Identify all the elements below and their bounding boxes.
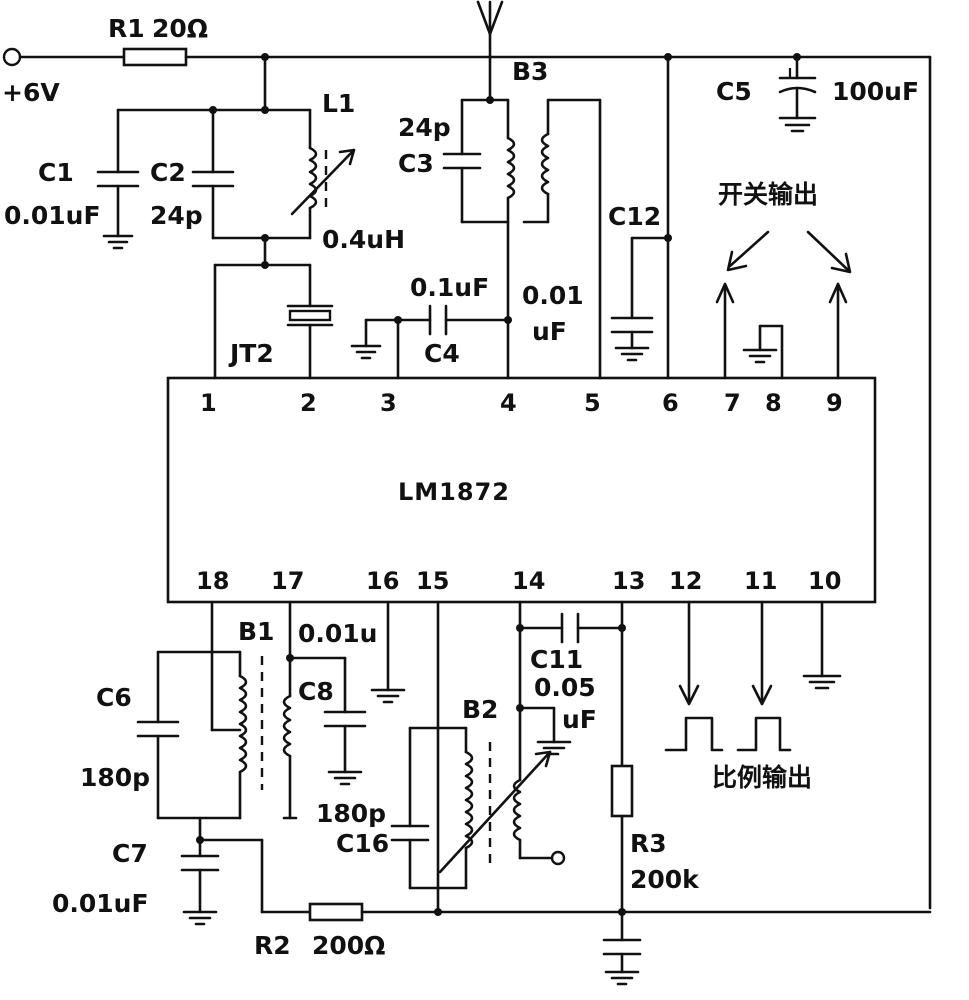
c3-name: C3 bbox=[398, 149, 434, 178]
jt2-name: JT2 bbox=[228, 339, 274, 368]
c1-name: C1 bbox=[38, 158, 74, 187]
pin-label: 5 bbox=[584, 389, 601, 417]
b2-name: B2 bbox=[462, 695, 498, 724]
r3-value: 200k bbox=[630, 865, 700, 894]
resistor-r3: R3 200k bbox=[602, 600, 700, 986]
resistor-r2 bbox=[308, 902, 364, 922]
supply-rail: +6V R1 20Ω bbox=[2, 14, 932, 910]
c16-name: C16 bbox=[336, 829, 389, 858]
c6-value: 180p bbox=[80, 763, 150, 792]
c11-value-line2: uF bbox=[562, 705, 597, 734]
capacitor-c11: C11 0.05 uF bbox=[516, 612, 626, 734]
capacitor-c5: C5 100uF bbox=[716, 53, 919, 133]
pin-label: 12 bbox=[669, 567, 702, 595]
c3-value: 24p bbox=[398, 113, 451, 142]
resistor-r1 bbox=[122, 47, 188, 67]
b1-name: B1 bbox=[238, 617, 274, 646]
pin-label: 16 bbox=[366, 567, 399, 595]
c7-value: 0.01uF bbox=[52, 889, 149, 918]
supply-voltage: +6V bbox=[2, 78, 60, 107]
c11-name: C11 bbox=[530, 645, 583, 674]
pin-label: 8 bbox=[765, 389, 782, 417]
c16-value: 0.01u bbox=[298, 619, 377, 648]
r1-name: R1 bbox=[108, 14, 145, 43]
l1-value: 0.4uH bbox=[322, 225, 405, 254]
capacitor-c7-resistor-r2: C7 0.01uF R2 200Ω bbox=[52, 816, 932, 960]
c12-value-line1: 0.01 bbox=[522, 281, 584, 310]
pin-label: 4 bbox=[500, 389, 517, 417]
c1-value: 0.01uF bbox=[4, 201, 101, 230]
c12-name: C12 bbox=[608, 202, 661, 231]
c2-value: 24p bbox=[150, 201, 203, 230]
c5-name: C5 bbox=[716, 77, 752, 106]
c4-name: C4 bbox=[424, 339, 460, 368]
pin-label: 2 bbox=[300, 389, 317, 417]
tank-l1-c1-c2: C1 0.01uF C2 24p L1 0.4uH bbox=[4, 53, 405, 254]
c6-name: C6 bbox=[96, 683, 132, 712]
pin-label: 3 bbox=[380, 389, 397, 417]
c8-value: 180p bbox=[316, 799, 386, 828]
pin-label: 18 bbox=[196, 567, 229, 595]
pin10-ground bbox=[802, 600, 842, 690]
c8-name: C8 bbox=[298, 677, 334, 706]
r2-value: 200Ω bbox=[312, 931, 385, 960]
c12-value-line2: uF bbox=[532, 317, 567, 346]
pin-label: 1 bbox=[200, 389, 217, 417]
switch-outputs: 开关输出 bbox=[715, 180, 852, 380]
supply-terminal bbox=[2, 47, 22, 67]
pin-label: 11 bbox=[744, 567, 777, 595]
switch-output-label: 开关输出 bbox=[718, 180, 818, 209]
ic-label: LM1872 bbox=[398, 478, 510, 506]
capacitor-c4: 0.1uF C4 bbox=[350, 273, 512, 380]
bottom-pin-numbers: 18 17 16 15 14 13 12 11 10 bbox=[196, 567, 841, 595]
b2-terminal bbox=[550, 850, 566, 866]
r3-name: R3 bbox=[630, 829, 667, 858]
transformer-b2: B2 C16 bbox=[336, 600, 572, 914]
c5-value: 100uF bbox=[832, 77, 919, 106]
top-pin-numbers: 1 2 3 4 5 6 7 8 9 bbox=[200, 389, 843, 417]
pin-label: 6 bbox=[662, 389, 679, 417]
pin-label: 9 bbox=[826, 389, 843, 417]
pin16-ground bbox=[370, 600, 406, 704]
c11-value-line1: 0.05 bbox=[534, 673, 596, 702]
c7-name: C7 bbox=[112, 839, 148, 868]
proportional-output-label: 比例输出 bbox=[712, 763, 812, 792]
ic-body bbox=[166, 376, 877, 604]
capacitor-c12: C12 0.01 uF bbox=[522, 53, 672, 380]
pin-label: 10 bbox=[808, 567, 841, 595]
b3-name: B3 bbox=[512, 57, 548, 86]
r1-value: 20Ω bbox=[152, 14, 208, 43]
capacitor-c8: 0.01u C8 180p bbox=[286, 619, 386, 828]
proportional-outputs: 比例输出 bbox=[664, 600, 812, 792]
pin-label: 14 bbox=[512, 567, 545, 595]
pin-label: 7 bbox=[724, 389, 741, 417]
pin-label: 13 bbox=[612, 567, 645, 595]
c2-name: C2 bbox=[150, 158, 186, 187]
transformer-b3: B3 24p C3 bbox=[398, 0, 602, 380]
l1-name: L1 bbox=[322, 89, 355, 118]
transformer-b1: B1 C6 180p bbox=[80, 600, 298, 820]
pin-label: 17 bbox=[271, 567, 304, 595]
crystal-jt2: JT2 bbox=[213, 236, 334, 380]
pin-label: 15 bbox=[416, 567, 449, 595]
r2-name: R2 bbox=[254, 931, 291, 960]
c4-value: 0.1uF bbox=[410, 273, 489, 302]
